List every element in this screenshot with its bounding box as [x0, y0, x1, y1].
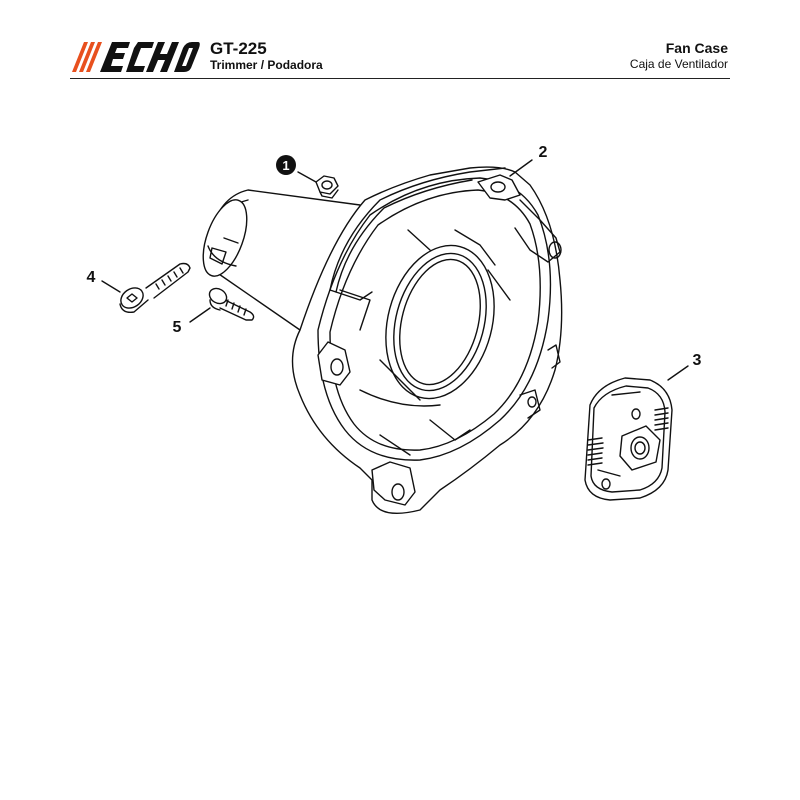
model-number: GT-225	[210, 39, 267, 58]
header-divider	[70, 78, 730, 79]
echo-logo	[72, 42, 200, 72]
page-header: GT-225 Trimmer / Podadora Fan Case Caja …	[0, 0, 800, 80]
leader-line-5	[189, 307, 211, 323]
callout-1: 1	[276, 155, 296, 175]
callout-label-4: 4	[87, 269, 96, 286]
product-subtitle: Trimmer / Podadora	[210, 58, 323, 72]
leader-line-4	[101, 280, 121, 293]
section-title: Fan Case	[665, 40, 728, 56]
leader-line-3	[667, 365, 689, 381]
callout-label-5: 5	[173, 319, 182, 336]
leader-line-2	[509, 159, 533, 177]
clutch-assembly-part	[584, 377, 673, 501]
callout-label-1: 1	[282, 158, 289, 173]
nut-part	[315, 175, 339, 199]
callout-label-3: 3	[693, 352, 702, 369]
leader-line-1	[297, 171, 317, 183]
bolt-part-4	[119, 262, 191, 314]
bolt-part-5	[208, 287, 255, 321]
fan-case-part	[202, 166, 563, 514]
section-subtitle: Caja de Ventilador	[629, 57, 728, 71]
callout-label-2: 2	[539, 144, 548, 161]
